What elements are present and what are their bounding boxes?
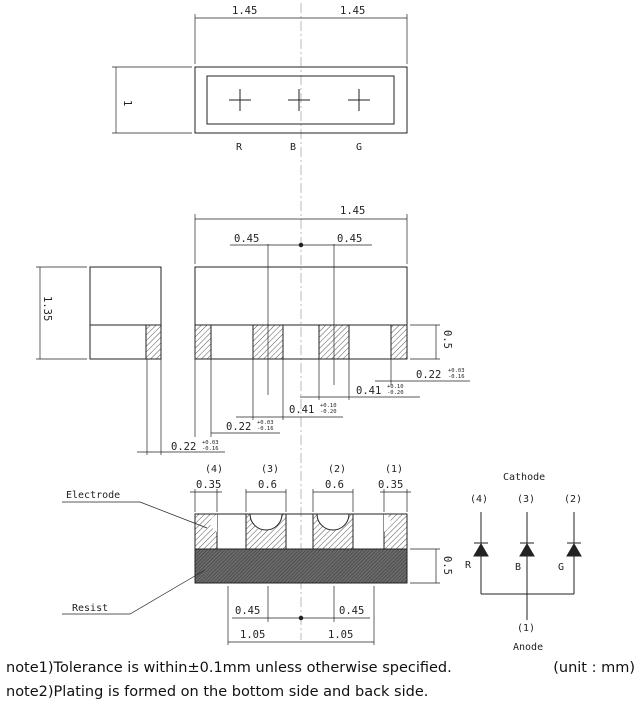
cathode-pin-4: (4): [470, 494, 488, 505]
pad-width-4: 0.35: [196, 479, 221, 491]
side-dim-height: 1.35: [41, 296, 53, 321]
top-view: [112, 14, 408, 134]
note-1: note1)Tolerance is within±0.1mm unless o…: [6, 660, 452, 676]
electrode-label: Electrode: [66, 490, 120, 501]
top-label-r: R: [236, 142, 243, 153]
cathode-pin-3: (3): [517, 494, 535, 505]
note-2: note2)Plating is formed on the bottom si…: [6, 684, 429, 700]
tol-041-right-minus: -0.20: [387, 390, 404, 396]
pad-number-2: (2): [328, 464, 346, 475]
tol-041-right: 0.41: [356, 385, 381, 397]
diode-label-g: G: [558, 562, 564, 573]
bottom-dim-045-right: 0.45: [339, 605, 364, 617]
side-dim-045-right: 0.45: [337, 233, 362, 245]
anode-pin: (1): [517, 623, 535, 634]
tol-022-right-minus: -0.16: [448, 374, 465, 380]
diode-b: [519, 543, 535, 557]
pad-number-4: (4): [205, 464, 223, 475]
side-dim-045-left: 0.45: [234, 233, 259, 245]
bottom-dim-resist-h: 0.5: [441, 556, 453, 575]
tol-022-left-minus: -0.16: [202, 446, 219, 452]
tol-022-left-plus: +0.03: [202, 440, 219, 446]
circuit-diagram: [473, 512, 582, 620]
bottom-dim-105-right: 1.05: [328, 629, 353, 641]
side-dim-width: 1.45: [340, 205, 365, 217]
tol-022-left: 0.22: [171, 441, 196, 453]
top-dim-height: 1: [121, 100, 133, 106]
bottom-dim-105-left: 1.05: [240, 629, 265, 641]
diode-label-b: B: [515, 562, 521, 573]
diode-g: [566, 543, 582, 557]
anode-label: Anode: [513, 642, 543, 653]
resist-label: Resist: [72, 603, 108, 614]
pad-number-1: (1): [385, 464, 403, 475]
top-label-g: G: [356, 142, 362, 153]
tol-022-mid: 0.22: [226, 421, 251, 433]
tol-022-right: 0.22: [416, 369, 441, 381]
top-dim-left: 1.45: [232, 5, 257, 17]
side-left-body: [89, 266, 162, 360]
pad-width-2: 0.6: [325, 479, 344, 491]
side-view: [36, 214, 470, 455]
tol-041-left: 0.41: [289, 404, 314, 416]
tol-041-left-minus: -0.20: [320, 409, 337, 415]
pad-width-3: 0.6: [258, 479, 277, 491]
bottom-resist: [194, 548, 408, 584]
top-label-b: B: [290, 142, 296, 153]
top-dim-right: 1.45: [340, 5, 365, 17]
tol-041-right-plus: +0.10: [387, 384, 404, 390]
diode-label-r: R: [465, 560, 472, 571]
tol-022-mid-minus: -0.16: [257, 426, 274, 432]
tol-022-mid-plus: +0.03: [257, 420, 274, 426]
top-view-outline: [194, 66, 408, 134]
bottom-view: [62, 489, 440, 645]
top-view-inner: [206, 75, 395, 125]
tol-041-left-plus: +0.10: [320, 403, 337, 409]
bottom-dim-045-left: 0.45: [235, 605, 260, 617]
cathode-pin-2: (2): [564, 494, 582, 505]
side-dim-electrode-h: 0.5: [441, 330, 453, 349]
cathode-label: Cathode: [503, 472, 545, 483]
pad-width-1: 0.35: [378, 479, 403, 491]
pad-number-3: (3): [261, 464, 279, 475]
diode-r: [473, 543, 489, 557]
tol-022-right-plus: +0.03: [448, 368, 465, 374]
side-front-body: [194, 266, 408, 360]
unit-label: (unit : mm): [553, 660, 635, 676]
